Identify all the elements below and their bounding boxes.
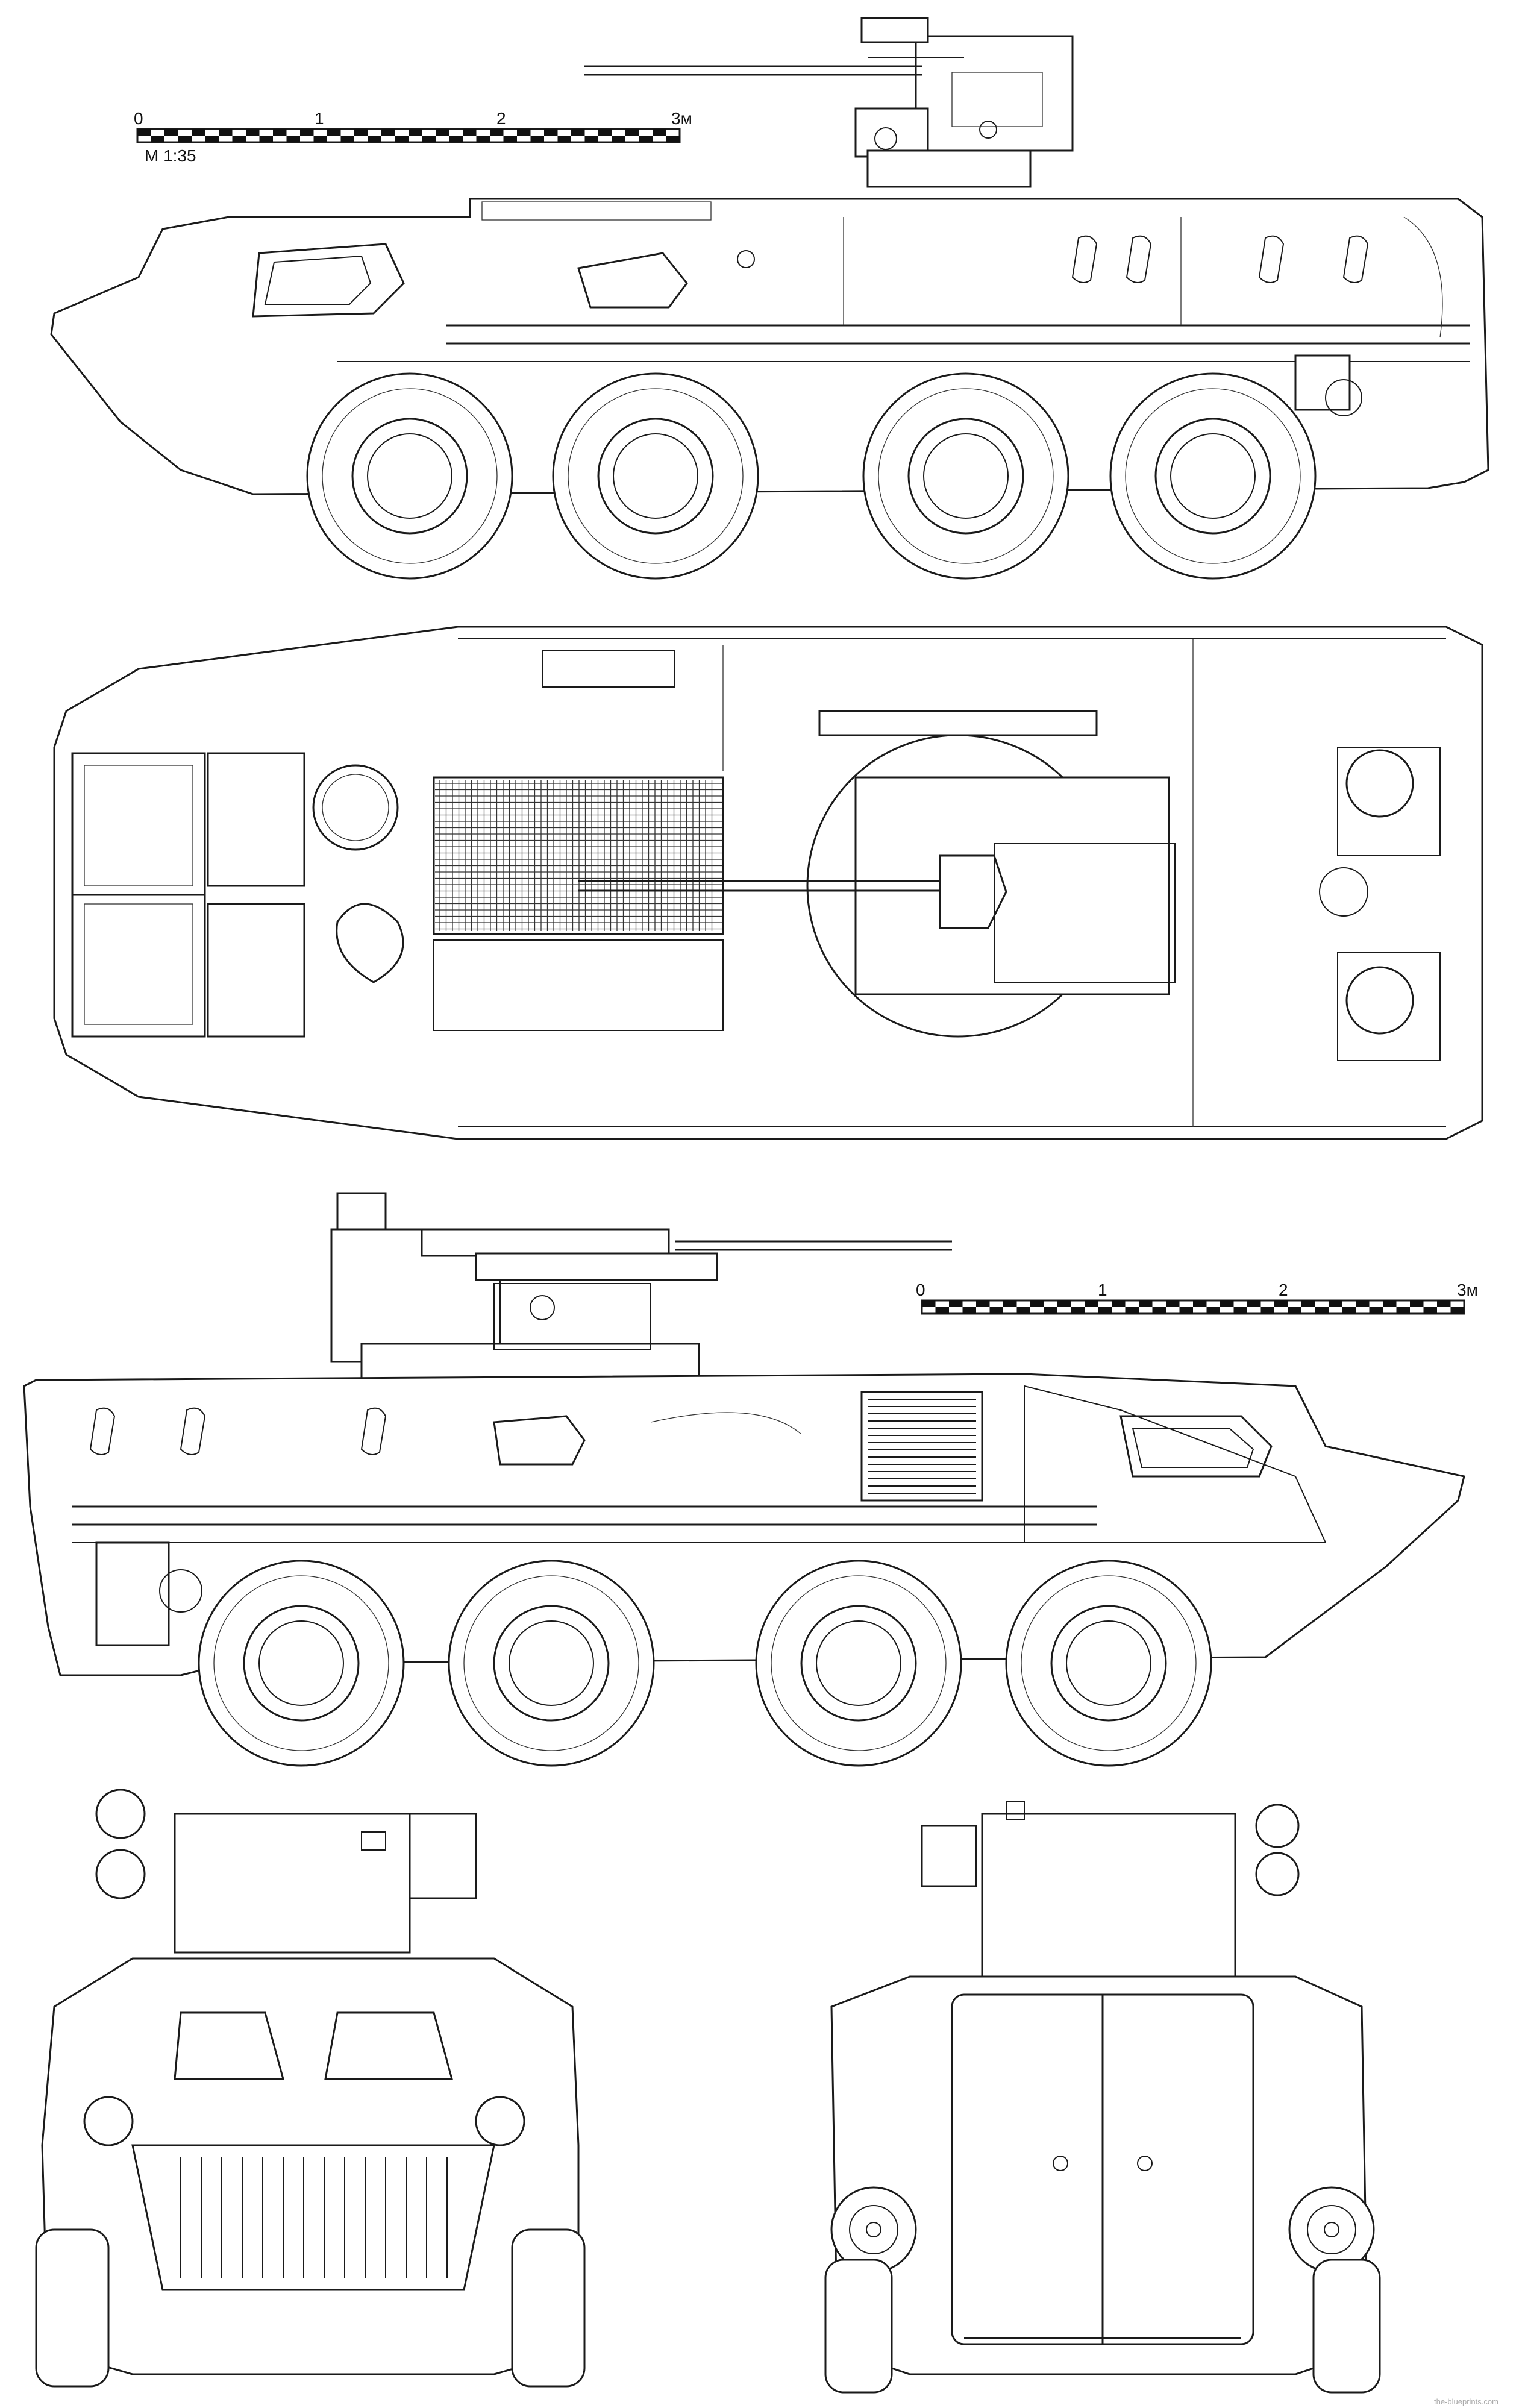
right-side-view bbox=[23, 1192, 1465, 1767]
scale-top-caption: M 1:35 bbox=[145, 146, 196, 165]
hatches-top bbox=[312, 747, 1441, 1061]
turret-side-top bbox=[584, 17, 1074, 188]
wheels-side-top bbox=[306, 372, 1317, 580]
left-side-view bbox=[50, 17, 1489, 580]
scale-mid-tick-3: 3м bbox=[1457, 1281, 1478, 1299]
wheel-right-3 bbox=[755, 1560, 962, 1767]
scale-top-tick-3: 3м bbox=[671, 109, 692, 128]
front-windows-top bbox=[71, 752, 305, 1038]
scale-bar-top: 0 1 2 3м M 1:35 bbox=[134, 109, 692, 165]
scale-mid-tick-2: 2 bbox=[1279, 1281, 1288, 1299]
scale-bar-mid: 0 1 2 3м bbox=[916, 1281, 1478, 1315]
wheel-left-1 bbox=[306, 372, 513, 580]
wheel-right-2 bbox=[448, 1560, 655, 1767]
top-view bbox=[53, 626, 1483, 1140]
wheel-left-2 bbox=[552, 372, 759, 580]
front-view bbox=[35, 1789, 586, 2388]
watermark: the-blueprints.com bbox=[1434, 2397, 1498, 2406]
wheel-right-4 bbox=[1005, 1560, 1212, 1767]
scale-top-tick-0: 0 bbox=[134, 109, 143, 128]
scale-bar-top-checker bbox=[136, 128, 681, 143]
turret-top bbox=[578, 710, 1176, 1038]
wheels-side-mid bbox=[198, 1560, 1212, 1767]
wheel-right-1 bbox=[198, 1560, 405, 1767]
rear-view bbox=[824, 1801, 1381, 2394]
turret-side-mid bbox=[330, 1192, 952, 1381]
wheel-left-4 bbox=[1109, 372, 1317, 580]
engine-grille-top bbox=[433, 776, 724, 1031]
wheel-left-3 bbox=[862, 372, 1069, 580]
scale-mid-tick-1: 1 bbox=[1098, 1281, 1107, 1299]
scale-top-tick-1: 1 bbox=[315, 109, 324, 128]
scale-mid-tick-0: 0 bbox=[916, 1281, 925, 1299]
scale-top-tick-2: 2 bbox=[496, 109, 506, 128]
